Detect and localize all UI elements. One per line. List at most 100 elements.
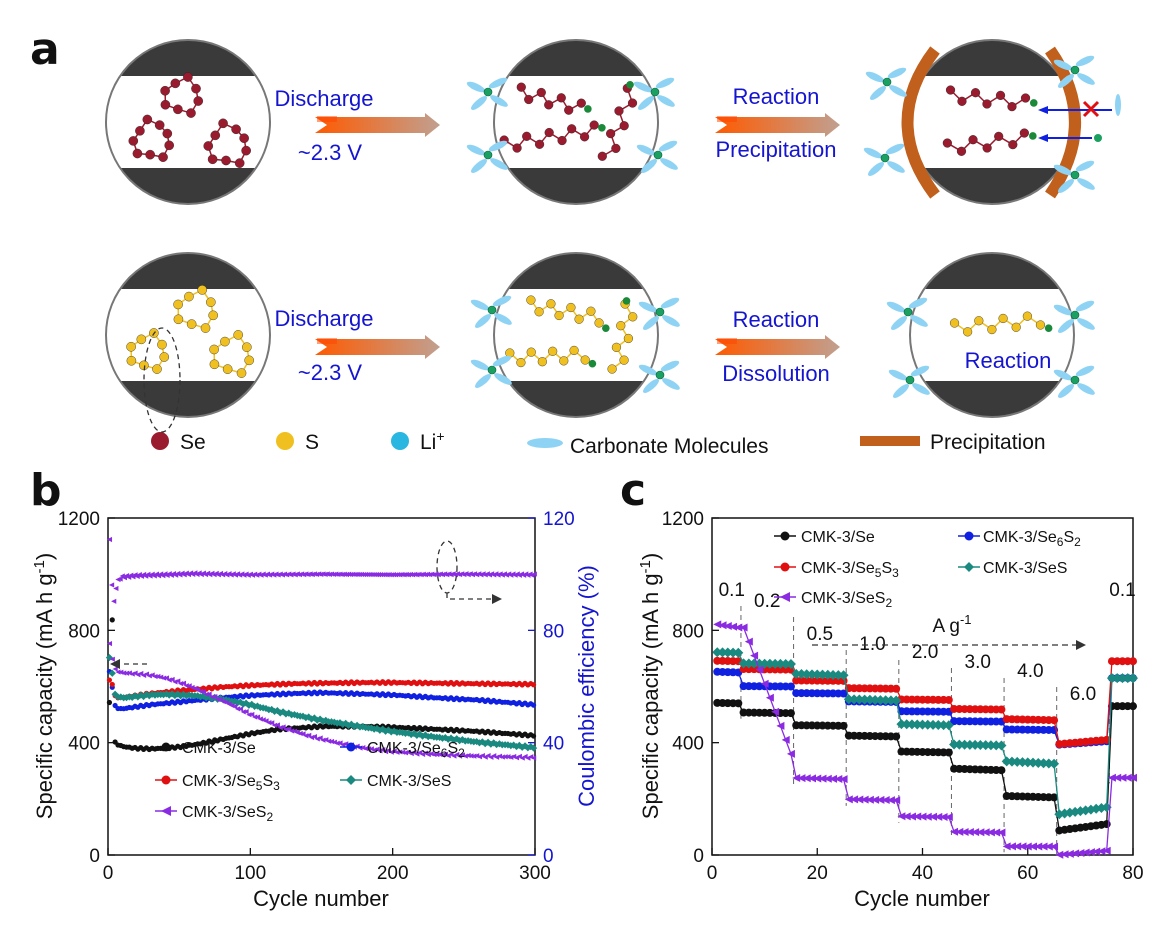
data-point — [839, 775, 848, 784]
data-point — [121, 670, 127, 676]
data-point — [722, 647, 733, 658]
data-point — [307, 715, 316, 723]
ce-point — [322, 571, 328, 578]
data-point — [214, 696, 221, 702]
data-point — [381, 727, 390, 735]
carbonate-molecule — [657, 95, 675, 107]
data-point — [299, 712, 307, 720]
atom — [579, 132, 590, 142]
svg-text:CMK-3/Se: CMK-3/Se — [801, 529, 875, 546]
data-point — [986, 828, 995, 837]
data-point — [1007, 842, 1016, 851]
carbonate-molecule — [643, 379, 659, 393]
data-point — [458, 736, 467, 744]
pore-outline — [493, 39, 659, 205]
atom — [222, 364, 233, 374]
chart-b-ce-ellipse — [436, 540, 458, 594]
carbonate-molecule — [1077, 73, 1095, 85]
carbonate-molecule — [471, 159, 487, 173]
data-point — [209, 694, 215, 700]
data-point — [981, 828, 990, 837]
data-point — [328, 738, 335, 745]
data-point — [1013, 842, 1022, 851]
li-end-atom — [584, 105, 592, 113]
bottom-step1-label: Discharge — [274, 306, 373, 331]
data-point — [243, 709, 249, 715]
atom — [128, 136, 139, 146]
data-point — [759, 658, 770, 669]
arrow-bottom-reaction — [715, 335, 840, 359]
x-tick-label: 100 — [234, 863, 266, 884]
data-point — [316, 715, 324, 723]
atom — [152, 364, 162, 374]
scheme-legend: Se S Li+ Carbonate Molecules Precipitati… — [151, 428, 1046, 458]
data-point — [510, 741, 518, 749]
atom — [207, 154, 218, 165]
data-point — [222, 696, 230, 704]
data-point — [1071, 849, 1080, 858]
svg-text:CMK-3/Se6S2: CMK-3/Se6S2 — [983, 529, 1081, 549]
data-point — [444, 735, 452, 743]
atom — [160, 99, 171, 110]
arrow-shape — [315, 113, 440, 137]
data-point — [268, 705, 276, 714]
data-point — [123, 670, 130, 676]
data-point — [385, 747, 391, 753]
data-point — [796, 669, 807, 680]
pore-background — [910, 253, 1074, 417]
series-cmk3se — [106, 617, 537, 753]
data-point — [1017, 757, 1028, 768]
pore-background — [910, 40, 1074, 204]
atom — [184, 291, 194, 302]
atom — [241, 145, 251, 156]
data-point — [311, 733, 317, 740]
atom — [1011, 322, 1021, 332]
data-point — [283, 726, 289, 733]
data-point — [521, 742, 529, 750]
atom — [1020, 93, 1031, 103]
atom — [537, 357, 547, 367]
data-point — [922, 719, 933, 730]
data-point — [402, 750, 409, 756]
chart-b-xlabel: Cycle number — [253, 886, 389, 911]
data-point — [917, 719, 928, 730]
atom — [242, 342, 252, 352]
atom — [132, 148, 143, 159]
data-point — [274, 722, 280, 728]
data-point — [896, 719, 907, 730]
data-point — [203, 691, 209, 697]
data-point — [764, 658, 775, 669]
data-point — [833, 670, 844, 681]
data-point — [155, 673, 161, 680]
atom — [516, 357, 526, 368]
pore-bottom-dissolved — [909, 252, 1075, 418]
series-cmk3ses — [712, 647, 1138, 820]
chart-b-right-arrowhead — [492, 594, 502, 604]
ce-point — [412, 571, 418, 577]
atom — [512, 143, 522, 153]
carbonate-molecule — [475, 314, 491, 328]
atom — [536, 87, 546, 98]
x-tick-label: 80 — [1122, 863, 1143, 884]
atom — [611, 342, 622, 352]
data-point — [813, 774, 822, 783]
data-point — [410, 729, 418, 738]
pore-top-initial — [105, 39, 271, 205]
data-point — [1034, 842, 1043, 851]
panel-label-c: c — [620, 465, 646, 516]
data-point — [437, 751, 443, 758]
data-point — [839, 721, 848, 730]
data-point — [252, 714, 258, 720]
data-point — [854, 694, 865, 705]
data-point — [379, 725, 387, 733]
se-ring — [203, 118, 251, 168]
data-point — [177, 681, 184, 687]
chart-b-legend-se: CMK-3/Se — [155, 740, 256, 757]
carbonate-molecule — [1053, 164, 1073, 176]
carbonate-molecule — [488, 140, 508, 152]
atom — [567, 124, 577, 134]
data-point — [487, 740, 495, 748]
pore-background — [494, 40, 658, 204]
data-point — [1050, 842, 1059, 851]
atom — [580, 355, 590, 365]
